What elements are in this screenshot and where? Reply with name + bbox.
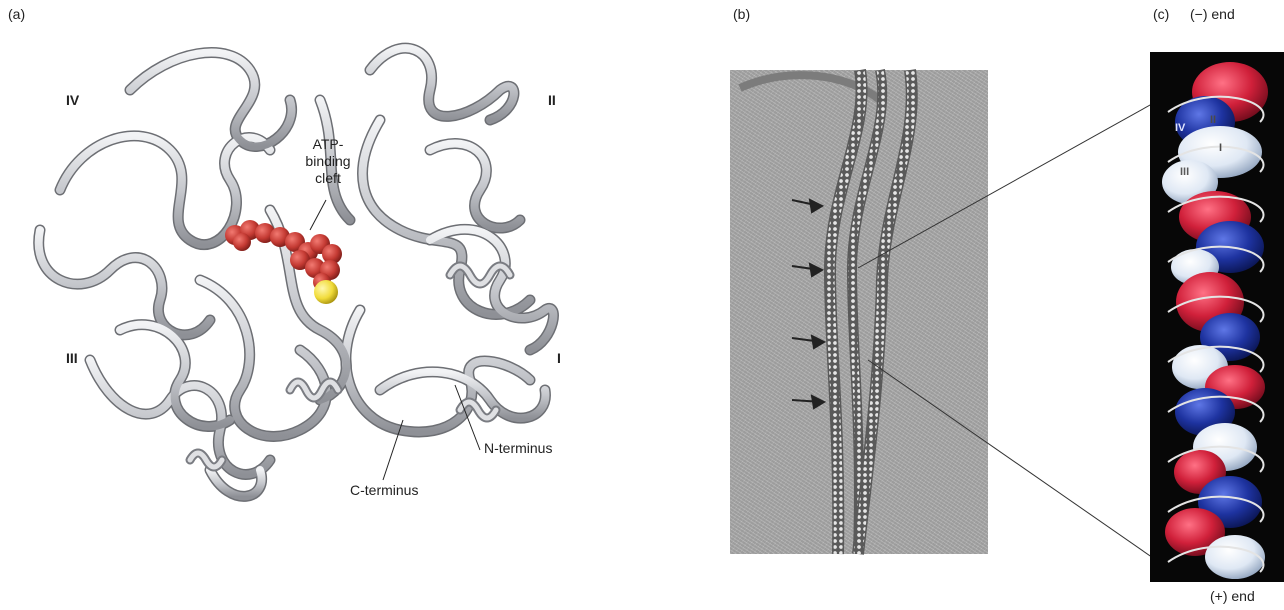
model-domain-ii-label: II <box>1210 114 1216 126</box>
model-domain-iv-label: IV <box>1175 122 1185 134</box>
model-domain-i-label: I <box>1219 142 1222 154</box>
actin-filament-model <box>1150 52 1284 582</box>
filament-subunits <box>1162 62 1268 579</box>
model-domain-iii-label: III <box>1180 166 1189 178</box>
